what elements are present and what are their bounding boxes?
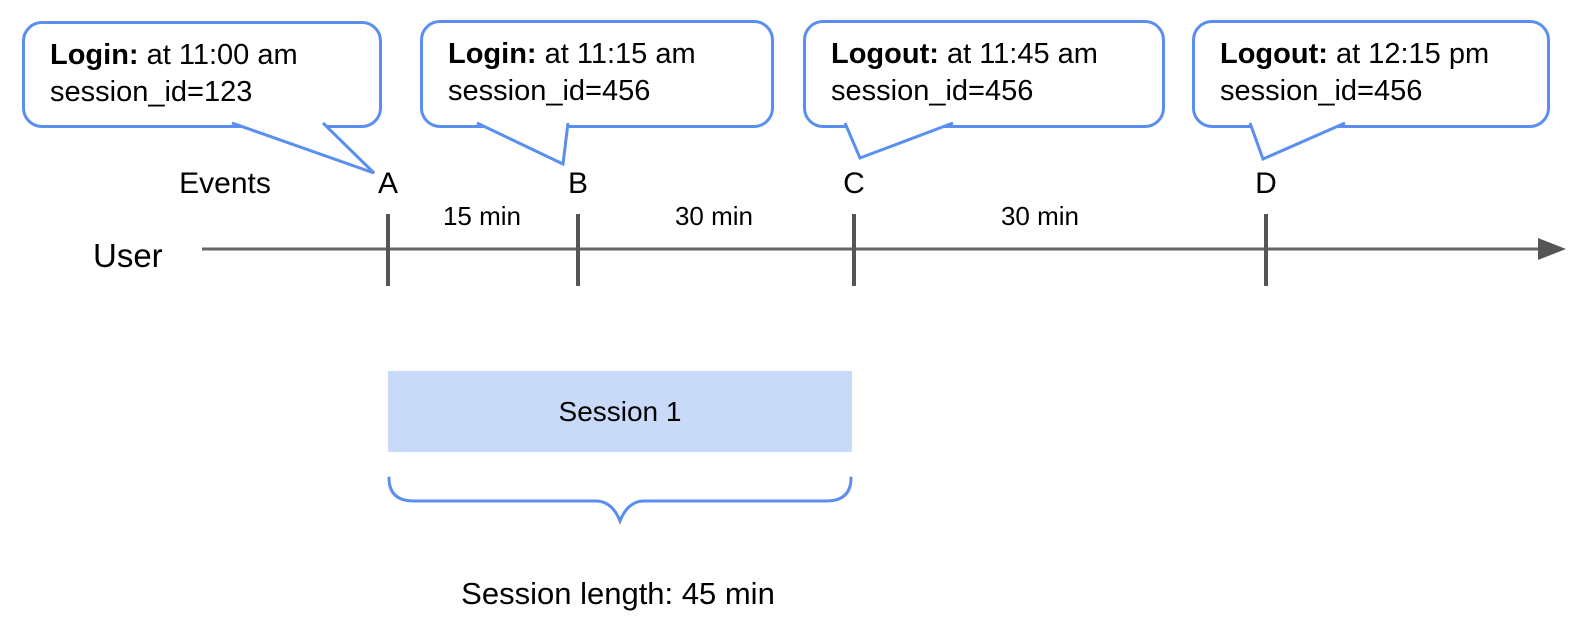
timeline-row-label: User: [93, 237, 163, 274]
callout-text: Login: at 11:15 am session_id=456: [423, 23, 771, 110]
callout-text: Logout: at 12:15 pm session_id=456: [1195, 23, 1547, 110]
marker-label-d: D: [1255, 167, 1277, 200]
event-time: at 11:15 am: [536, 38, 696, 70]
session-brace-icon: [387, 476, 853, 526]
callout-login-a: Login: at 11:00 am session_id=123: [22, 21, 382, 128]
event-time: at 11:00 am: [138, 39, 298, 71]
interval-label-a-b: 15 min: [442, 201, 522, 231]
callout-tail-c-icon: [843, 121, 954, 160]
callout-tail-d-icon: [1248, 121, 1346, 162]
callout-logout-c: Logout: at 11:45 am session_id=456: [803, 20, 1165, 128]
marker-label-c: C: [843, 167, 865, 200]
event-detail: session_id=456: [448, 75, 651, 107]
callout-tail-a-icon: [231, 121, 376, 175]
callout-login-b: Login: at 11:15 am session_id=456: [420, 20, 774, 128]
event-title: Login:: [50, 39, 139, 71]
event-time: at 12:15 pm: [1327, 38, 1490, 70]
events-label: Events: [179, 167, 271, 200]
event-title: Login:: [448, 38, 537, 70]
session-length-caption: Session length: 45 min: [461, 576, 775, 611]
session-1-bar: Session 1: [388, 371, 852, 452]
callout-text: Login: at 11:00 am session_id=123: [25, 24, 379, 111]
callout-tail-b-icon: [476, 121, 570, 167]
marker-label-b: B: [567, 167, 589, 200]
event-time: at 11:45 am: [938, 38, 1098, 70]
event-title: Logout:: [831, 38, 939, 70]
event-detail: session_id=456: [831, 75, 1034, 107]
callout-logout-d: Logout: at 12:15 pm session_id=456: [1192, 20, 1550, 128]
interval-label-b-c: 30 min: [674, 201, 754, 231]
interval-label-c-d: 30 min: [1000, 201, 1080, 231]
event-detail: session_id=123: [50, 76, 253, 108]
callout-text: Logout: at 11:45 am session_id=456: [806, 23, 1162, 110]
timeline-arrowhead-icon: [1538, 238, 1566, 260]
event-title: Logout:: [1220, 38, 1328, 70]
session-1-label: Session 1: [558, 395, 682, 427]
event-detail: session_id=456: [1220, 75, 1423, 107]
marker-label-a: A: [377, 167, 399, 200]
